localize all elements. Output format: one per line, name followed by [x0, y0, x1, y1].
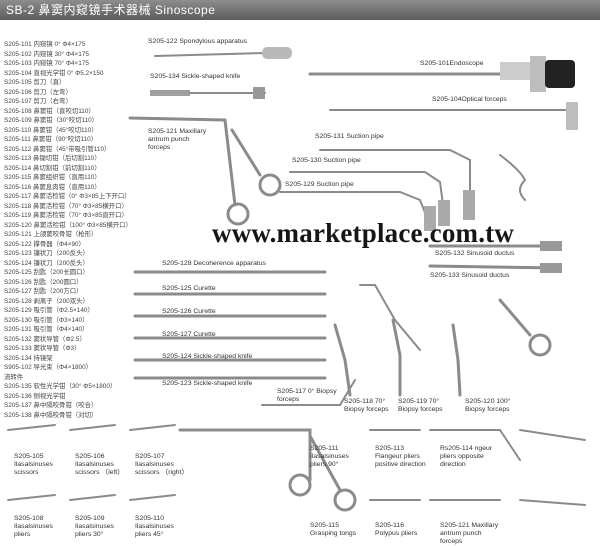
label-sinusoid-132: S205-132 Sinusoid ductus — [435, 250, 515, 257]
spondylous-apparatus-illustration — [154, 47, 292, 59]
label-b107: S205-107 Ilasalsinuses scissors （right） — [135, 453, 189, 476]
maxillary-punch-illustration — [128, 116, 282, 226]
label-b109: S205-109 Ilasalsinuses pliers 30° — [75, 515, 114, 538]
catalog-item: S905-102 导光束（Φ4×1800） — [4, 364, 93, 371]
label-suction-129: S205-129 Suction pipe — [285, 181, 354, 188]
catalog-item: S205-105 剪刀（直） — [4, 79, 66, 86]
label-b115: S205-115 Grasping tongs — [310, 522, 357, 537]
label-sickle-knife-top: S205-134 Sickle-shaped knife — [150, 73, 241, 80]
catalog-item: S205-119 鼻窦活检钳（70° Φ3×85直开口） — [4, 212, 128, 219]
catalog-item: S205-102 内窥镜 30° Φ4×175 — [4, 50, 89, 58]
catalog-item: S205-134 持镜架 — [4, 354, 53, 362]
label-decoherence: S205-128 Decoherence apparatus — [162, 260, 266, 267]
sinusoid-ducts-illustration — [428, 241, 562, 273]
label-endoscope: S205-101Endoscope — [420, 60, 484, 67]
catalog-item: S205-109 鼻窦钳（30°咬切110） — [4, 117, 99, 124]
catalog-item: S205-129 吸引管（Φ2.5×140） — [4, 307, 94, 314]
catalog-item: 流转件 — [4, 373, 24, 381]
label-sinusoid-133: S205-133 Sinusoid ductus — [430, 272, 510, 279]
catalog-item: S205-107 剪刀（右弯） — [4, 98, 72, 105]
label-b105: S205-105 Ilasalsinuses scissors — [14, 453, 53, 476]
catalog-item: S205-104 直视光学钳 0° Φ5.2×150 — [4, 69, 104, 77]
catalog-item: S205-123 镰状刀（200反头） — [4, 250, 89, 257]
catalog-item: S205-125 刮匙（200长圆口） — [4, 269, 89, 276]
catalog-item: S205-111 鼻窦钳（90°咬切110） — [4, 136, 98, 143]
label-b111: S205-111 Ilasalsinuses pliers 90° — [310, 445, 349, 468]
label-b121: S205-121 Maxillary antrum punch forceps — [440, 522, 499, 545]
catalog-item: S205-128 剥离子（200双头） — [4, 297, 89, 305]
catalog-item: S205-133 窦状导管（Φ3） — [4, 345, 81, 352]
suction-pipes-illustration — [279, 149, 527, 231]
label-b116: S205-116 Polypus pliers — [375, 522, 418, 537]
catalog-item: S205-132 窦状导管（Φ2.5） — [4, 335, 86, 343]
label-curette-126: S205-126 Curette — [162, 308, 216, 315]
label-curette-125: S205-125 Curette — [162, 285, 216, 292]
catalog-item: S205-124 镰状刀（200反头） — [4, 259, 89, 267]
bottom-forceps-illustration — [7, 424, 586, 512]
catalog-item: S205-122 撑骨器（Φ4×90） — [4, 240, 85, 248]
label-suction-130: S205-130 Suction pipe — [292, 157, 361, 164]
catalog-item: S205-113 鼻锄切钳（后切割110） — [4, 155, 101, 162]
label-b114: Rs205-114 ngeur pliers opposite directio… — [440, 445, 493, 468]
endoscope-illustration — [308, 56, 575, 92]
sickle-knife-illustration — [150, 87, 266, 99]
catalog-item: S205-106 剪刀（左弯） — [4, 88, 72, 96]
catalog-item: S205-127 刮匙（200方口） — [4, 288, 83, 295]
catalog-item: S205-117 鼻窦活检钳（0° Φ3×85上下开口） — [4, 193, 131, 200]
catalog-item: S205-103 内窥镜 70° Φ4×175 — [4, 60, 89, 67]
label-optical-forceps: S205-104Optical forceps — [432, 96, 507, 103]
label-sickle-124: S205-124 Sickle-shaped knife — [162, 353, 253, 360]
catalog-item: S205-118 鼻窦活检钳（70° Φ3×85横开口） — [4, 202, 128, 210]
biopsy-forceps-illustration — [261, 284, 552, 406]
label-b106: S205-106 Ilasalsinuses scissors （left） — [75, 453, 125, 476]
label-spondylous: S205-122 Spondylous apparatus — [148, 38, 248, 45]
catalog-item: S205-115 鼻窦组织钳（直用110） — [4, 174, 101, 181]
optical-forceps-illustration — [329, 102, 578, 130]
catalog-item: S205-114 鼻切割钳（前切割110） — [4, 164, 101, 172]
label-sickle-123: S205-123 Sickle-shaped knife — [162, 380, 253, 387]
label-biopsy-118: S205-118 70° Biopsy forceps — [344, 398, 389, 413]
catalog-item: S205-112 鼻窦钳（45°带吸引管110） — [4, 145, 111, 153]
label-biopsy-120: S205-120 100° Biopsy forceps — [465, 398, 511, 413]
label-b113: S205-113 Flangeur pliers positive direct… — [375, 445, 426, 468]
catalog-item: S205-135 软性光学钳（30° Φ5×1800） — [4, 383, 117, 390]
label-biopsy-117: S205-117 0° Biopsy forceps — [277, 388, 337, 403]
catalog-item: S205-130 吸引管（Φ3×140） — [4, 316, 89, 324]
catalog-item: S205-116 鼻窦息肉钳（直用110） — [4, 183, 101, 191]
catalog-item: S205-110 鼻窦钳（45°咬切110） — [4, 126, 98, 134]
label-b108: S205-108 Ilasalsinuses pliers — [14, 515, 53, 538]
catalog-item: S205-120 鼻窦活检钳（100° Φ3×85横开口） — [4, 221, 132, 229]
label-biopsy-119: S205-119 70° Biopsy forceps — [398, 398, 443, 413]
page-title: SB-2 鼻窦内窥镜手术器械 Sinoscope — [0, 0, 600, 20]
label-curette-127: S205-127 Curette — [162, 331, 216, 338]
catalog-item: S205-138 鼻中隔咬骨钳（对切） — [4, 411, 98, 419]
catalog-item: S205-121 上颌窦咬骨钳（枪形） — [4, 231, 98, 238]
watermark: www.marketplace.com.tw — [212, 218, 515, 248]
label-suction-131: S205-131 Suction pipe — [315, 133, 384, 140]
catalog-item: S205-136 侧视光学钳 — [4, 392, 66, 400]
curettes-illustration — [133, 270, 327, 380]
catalog-item: S205-101 内窥镜 0° Φ4×175 — [4, 41, 86, 48]
label-b110: S205-110 Ilasalsinuses pliers 45° — [135, 515, 174, 538]
label-maxillary: S205-121 Maxillary antrum punch forceps — [148, 128, 207, 151]
catalog-item: S205-108 鼻窦钳（直咬切110） — [4, 107, 95, 115]
catalog-item: S205-131 吸引管（Φ4×140） — [4, 326, 89, 333]
catalog-item: S205-137 鼻中隔咬骨钳（咬合） — [4, 402, 98, 409]
catalog-item: S205-126 刮匙（200圆口） — [4, 278, 83, 286]
